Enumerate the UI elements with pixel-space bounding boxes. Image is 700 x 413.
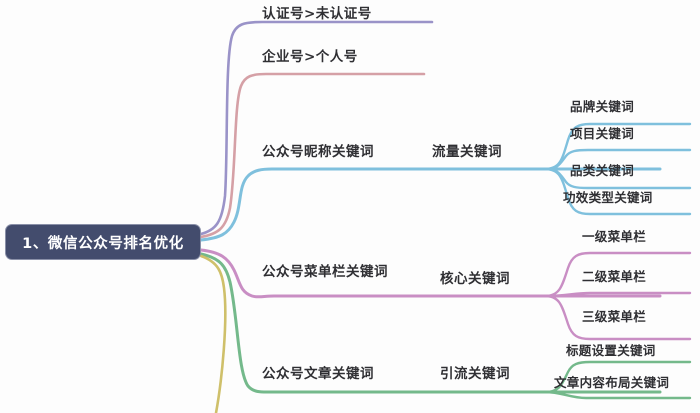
edge-nickname-sub-4 xyxy=(543,167,692,216)
node-brand-keyword[interactable]: 品牌关键词 xyxy=(570,99,635,114)
node-content-layout-keyword[interactable]: 文章内容布局关键词 xyxy=(554,375,670,390)
edge-branch-cutoff xyxy=(199,254,227,413)
node-title-keyword[interactable]: 标题设置关键词 xyxy=(566,343,656,358)
node-menu[interactable]: 公众号菜单栏关键词 xyxy=(262,264,388,280)
edge-branch-certified xyxy=(199,20,434,236)
edge-menu-sub-3 xyxy=(543,294,692,341)
node-category-keyword[interactable]: 品类关键词 xyxy=(570,163,635,178)
node-project-keyword[interactable]: 项目关键词 xyxy=(570,126,635,141)
root-node[interactable]: 1、微信公众号排名优化 xyxy=(5,224,201,260)
edge-menu-sub-1 xyxy=(543,251,692,298)
node-certified[interactable]: 认证号>未认证号 xyxy=(262,6,372,22)
node-article[interactable]: 公众号文章关键词 xyxy=(262,366,374,382)
node-efficacy-keyword[interactable]: 功效类型关键词 xyxy=(563,190,653,205)
node-enterprise[interactable]: 企业号>个人号 xyxy=(262,49,358,65)
node-menu-level1[interactable]: 一级菜单栏 xyxy=(582,229,647,244)
edge-branch-menu xyxy=(199,248,662,299)
node-drainage-keyword[interactable]: 引流关键词 xyxy=(440,366,510,382)
edge-branch-article xyxy=(199,252,662,394)
node-menu-level2[interactable]: 二级菜单栏 xyxy=(582,269,647,284)
node-nickname[interactable]: 公众号昵称关键词 xyxy=(262,144,374,160)
edge-article-sub-1 xyxy=(543,360,692,394)
node-core-keyword[interactable]: 核心关键词 xyxy=(440,271,510,287)
edge-nickname-sub-2 xyxy=(543,148,692,171)
edge-article-sub-2 xyxy=(543,390,692,400)
node-traffic-keyword[interactable]: 流量关键词 xyxy=(432,144,502,160)
root-node-label: 1、微信公众号排名优化 xyxy=(22,235,184,252)
edge-branch-enterprise xyxy=(199,72,426,239)
edge-branch-nickname xyxy=(199,167,662,242)
node-menu-level3[interactable]: 三级菜单栏 xyxy=(582,309,647,324)
